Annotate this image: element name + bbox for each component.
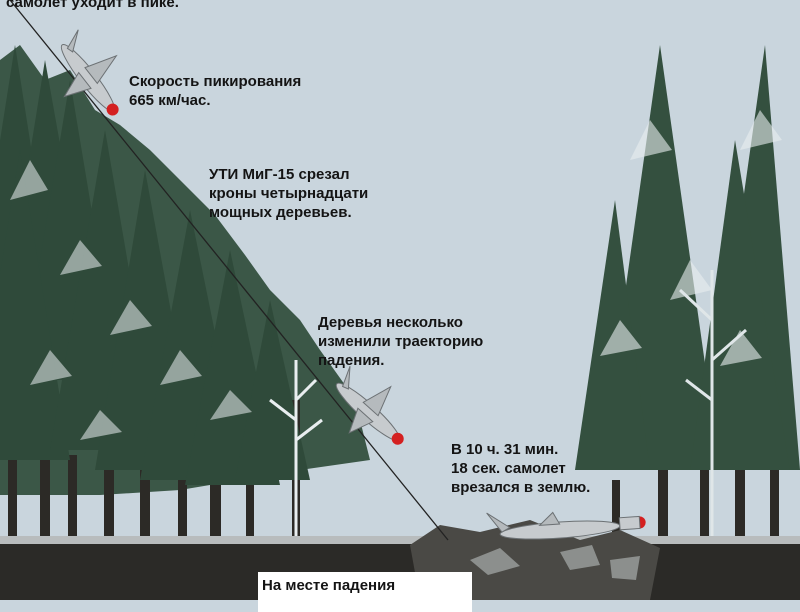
left-tree-crowns [0, 45, 310, 485]
caption-trajectory-change: Деревья несколько изменили траекторию па… [318, 314, 484, 369]
broken-birch [269, 360, 323, 540]
dead-snowy-tree [678, 270, 747, 540]
left-snow-highlights [10, 160, 252, 440]
left-forest [0, 45, 370, 540]
aircraft-dive-icon [60, 29, 119, 116]
aircraft-trees-icon [335, 366, 404, 445]
right-forest [575, 45, 800, 540]
crater-debris [410, 520, 660, 600]
aircraft-impact-icon [486, 511, 646, 540]
caption-dive-speed: Скорость пикирования 665 км/час. [129, 73, 302, 109]
debris-highlights [470, 545, 640, 580]
right-snow-highlights [600, 110, 782, 366]
snow-surface [0, 536, 800, 544]
right-tree-trunks [612, 460, 779, 540]
caption-impact-time: В 10 ч. 31 мин. 18 сек. самолет врезался… [451, 441, 591, 496]
caption-trees-cut: УТИ МиГ-15 срезал кроны четырнадцати мощ… [209, 166, 369, 221]
caption-crash-site: На месте падения [262, 577, 396, 594]
caption-dive-start: самолет уходит в пике. [6, 0, 179, 11]
